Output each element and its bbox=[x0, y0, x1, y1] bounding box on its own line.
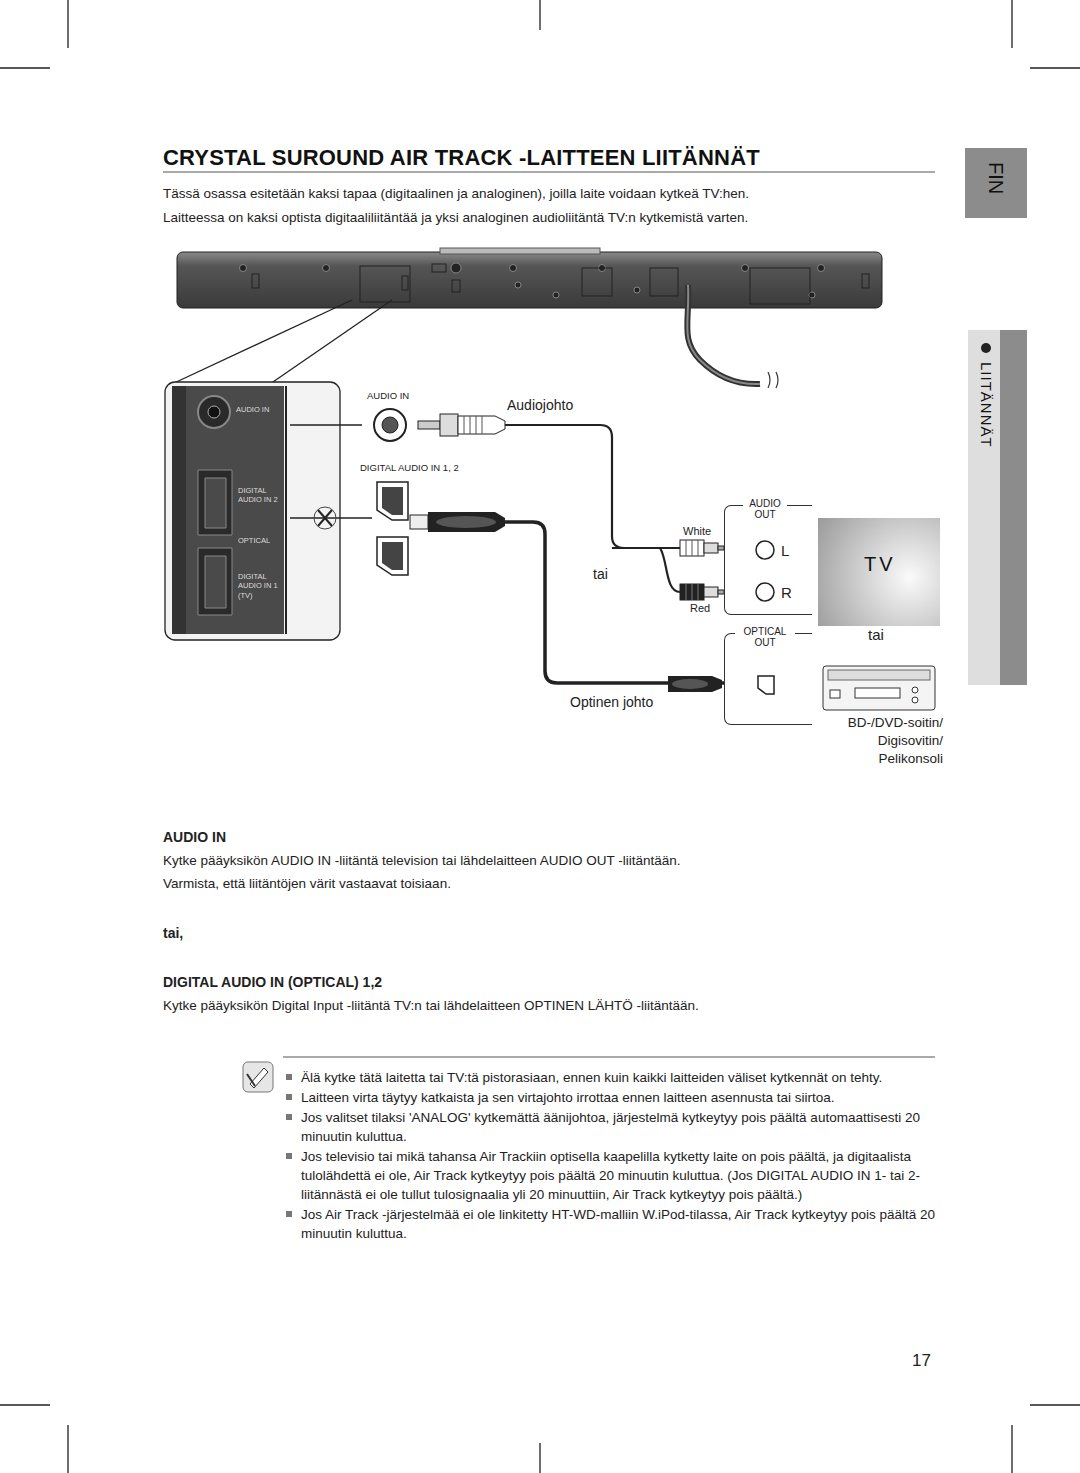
cable bbox=[420, 425, 724, 548]
note-bullet bbox=[286, 1094, 292, 1100]
section-heading: tai, bbox=[163, 925, 183, 943]
note-text: Jos valitset tilaksi 'ANALOG' kytkemättä… bbox=[283, 1108, 938, 1146]
tv-screen: TV bbox=[818, 518, 940, 626]
wire-color: White bbox=[683, 525, 711, 539]
optical-port: DIGITAL AUDIO IN 1, 2 bbox=[356, 460, 500, 582]
optical-plug bbox=[410, 512, 505, 532]
rca-plugs bbox=[612, 540, 774, 601]
note-bullet bbox=[286, 1153, 292, 1159]
note-text: Jos televisio tai mikä tahansa Air Track… bbox=[283, 1147, 938, 1204]
source-device: BD-/DVD-soitin/ Digisovitin/ Pelikonsoli bbox=[812, 662, 943, 774]
jack-port: AUDIO IN bbox=[362, 390, 420, 442]
node-text: L bbox=[781, 542, 789, 561]
player bbox=[823, 666, 935, 710]
power-cord bbox=[687, 285, 760, 384]
inset-panel bbox=[165, 382, 372, 640]
node-text: R bbox=[781, 584, 792, 603]
section-band bbox=[968, 330, 1027, 685]
node-text: AUDIO OUT bbox=[743, 499, 787, 520]
note-rule bbox=[283, 1057, 935, 1058]
port-label: DIGITAL AUDIO IN 2 bbox=[238, 486, 278, 505]
node-text: TV bbox=[864, 552, 896, 577]
note-body: Älä kytke tätä laitetta tai TV:tä pistor… bbox=[301, 1070, 882, 1085]
note-list: Älä kytke tätä laitetta tai TV:tä pistor… bbox=[283, 1068, 938, 1244]
section-dot bbox=[981, 343, 991, 353]
section-heading: AUDIO IN bbox=[163, 829, 226, 847]
intro-text: Tässä osassa esitetään kaksi tapaa (digi… bbox=[163, 186, 749, 203]
optical-out-panel: OPTICAL OUT bbox=[724, 633, 812, 725]
note-bullet bbox=[286, 1211, 292, 1217]
note-text: Älä kytke tätä laitetta tai TV:tä pistor… bbox=[283, 1068, 938, 1087]
language-tab bbox=[965, 148, 1027, 218]
optical-plug-tv bbox=[668, 676, 774, 694]
intro-text: Laitteessa on kaksi optista digitaalilii… bbox=[163, 210, 748, 227]
node-text: DIGITAL AUDIO IN 1, 2 bbox=[360, 462, 459, 474]
note-text: Jos Air Track -järjestelmää ei ole linki… bbox=[283, 1205, 938, 1243]
page-number: 17 bbox=[912, 1350, 931, 1371]
audio-out-panel: AUDIO OUTLR bbox=[724, 505, 812, 615]
note-bullet bbox=[286, 1114, 292, 1120]
note-text: Laitteen virta täytyy katkaista ja sen v… bbox=[283, 1088, 938, 1107]
node-text: BD-/DVD-soitin/ Digisovitin/ Pelikonsoli bbox=[815, 714, 943, 768]
note-body: Laitteen virta täytyy katkaista ja sen v… bbox=[301, 1090, 835, 1105]
note-icon bbox=[243, 1062, 273, 1092]
port-label: DIGITAL AUDIO IN 1 (TV) bbox=[238, 572, 278, 600]
node-text: OPTICAL OUT bbox=[735, 627, 795, 648]
section-heading: DIGITAL AUDIO IN (OPTICAL) 1,2 bbox=[163, 974, 382, 992]
cable bbox=[500, 522, 724, 683]
cable-label: Optinen johto bbox=[568, 694, 655, 712]
note-body: Jos televisio tai mikä tahansa Air Track… bbox=[301, 1149, 920, 1202]
note-body: Jos Air Track -järjestelmää ei ole linki… bbox=[301, 1207, 935, 1241]
body-text: Kytke pääyksikön AUDIO IN -liitäntä tele… bbox=[163, 853, 681, 870]
or-text: tai bbox=[593, 566, 608, 584]
body-text: Kytke pääyksikön Digital Input -liitäntä… bbox=[163, 998, 699, 1015]
cable-label: Audiojohto bbox=[505, 397, 575, 415]
page-title: CRYSTAL SUROUND AIR TRACK -LAITTEEN LIIT… bbox=[163, 144, 760, 172]
note-body: Jos valitset tilaksi 'ANALOG' kytkemättä… bbox=[301, 1110, 920, 1144]
wire-color: Red bbox=[690, 602, 710, 616]
section-band-dark bbox=[1000, 330, 1027, 685]
section-tab-text: LIITÄNNÄT bbox=[976, 362, 995, 448]
title-rule bbox=[163, 172, 935, 173]
mini-plug bbox=[418, 414, 505, 436]
port-label: OPTICAL bbox=[238, 536, 270, 545]
zoom-lines bbox=[172, 300, 392, 384]
soundbar-ports bbox=[374, 409, 408, 575]
or-text: tai bbox=[868, 626, 884, 645]
node-text: AUDIO IN bbox=[367, 390, 409, 402]
note-bullet bbox=[286, 1074, 292, 1080]
port-label: AUDIO IN bbox=[236, 405, 280, 414]
language-tab-text: FIN bbox=[983, 162, 1008, 194]
body-text: Varmista, että liitäntöjen värit vastaav… bbox=[163, 876, 451, 893]
soundbar bbox=[177, 248, 882, 308]
